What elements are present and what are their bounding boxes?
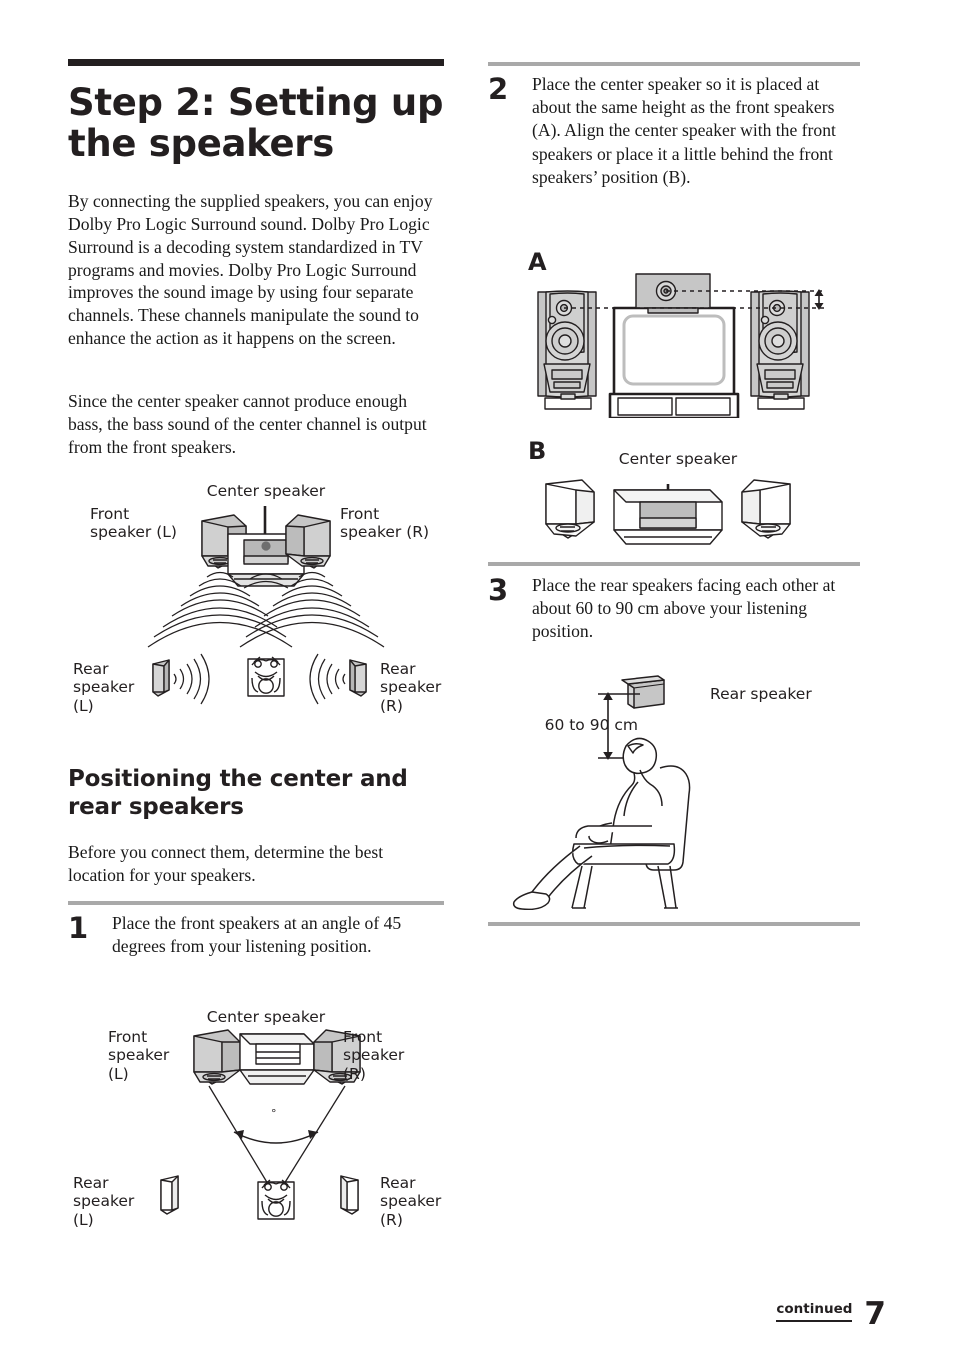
continued-label: continued <box>776 1301 853 1322</box>
figure-a-letter: A <box>528 248 547 276</box>
intro-paragraph-1: By connecting the supplied speakers, you… <box>68 191 433 349</box>
center-speaker-icon <box>635 273 711 314</box>
step-2-rule <box>488 62 860 66</box>
figure-angle-layout: Center speaker Front speaker (L) Front s… <box>68 1004 444 1244</box>
step-2-number: 2 <box>488 72 509 106</box>
angle-layout-drawing <box>160 1029 361 1220</box>
figure-angle-label-rear-right: Rear speaker (R) <box>380 1174 442 1229</box>
step-2: 2 Place the center speaker so it is plac… <box>488 73 860 189</box>
figure-angle-label-front-right: Front speaker (R) <box>343 1028 405 1083</box>
rear-speaker-height-drawing <box>512 675 691 910</box>
step-1: 1 Place the front speakers at an angle o… <box>68 912 444 958</box>
front-right-speaker-icon <box>285 514 331 569</box>
figure-b-label-center: Center speaker <box>618 450 738 468</box>
title-rule <box>68 59 444 66</box>
figure-surround-label-front-right: Front speaker (R) <box>340 505 430 542</box>
figure-b-drawing <box>545 479 791 545</box>
page-number: 7 <box>864 1295 886 1332</box>
step-3-rule <box>488 562 860 566</box>
figure-angle-label-front-left: Front speaker (L) <box>108 1028 170 1083</box>
page-footer: continued 7 <box>776 1295 886 1332</box>
rear-left-speaker-icon <box>160 1175 179 1215</box>
figure-surround-label-rear-right: Rear speaker (R) <box>380 660 442 715</box>
rear-speaker-icon <box>621 675 665 709</box>
front-left-speaker-icon <box>193 1029 241 1085</box>
figure-angle-degree-mark: ° <box>271 1107 277 1120</box>
listener-icon <box>257 1179 295 1220</box>
step-3-text: Place the rear speakers facing each othe… <box>532 575 836 642</box>
surround-layout-drawing <box>147 506 385 705</box>
section-subheading: Positioning the center and rear speakers <box>68 766 408 821</box>
listener-icon <box>247 656 285 697</box>
rear-right-speaker-icon <box>340 1175 359 1215</box>
television-icon <box>608 306 740 418</box>
rear-right-speaker-icon <box>349 659 367 697</box>
step-1-text: Place the front speakers at an angle of … <box>112 913 402 957</box>
front-left-speaker-icon <box>537 290 597 410</box>
figure-angle-label-rear-left: Rear speaker (L) <box>73 1174 135 1229</box>
step-1-number: 1 <box>68 911 89 945</box>
step-1-rule <box>68 901 444 905</box>
figure-a-drawing <box>537 273 826 418</box>
figure-height-label-rear-speaker: Rear speaker <box>710 685 812 703</box>
front-right-speaker-icon <box>741 479 791 539</box>
intro-paragraph-2: Since the center speaker cannot produce … <box>68 391 427 457</box>
figure-surround-label-front-left: Front speaker (L) <box>90 505 177 542</box>
height-difference-arrow <box>814 289 824 310</box>
step-3-number: 3 <box>488 573 509 607</box>
front-left-speaker-icon <box>545 479 595 539</box>
height-dimension <box>598 692 640 760</box>
front-right-speaker-icon <box>313 1029 361 1085</box>
figure-angle-label-center: Center speaker <box>206 1008 326 1026</box>
section-intro: Before you connect them, determine the b… <box>68 842 384 885</box>
figure-surround-label-center: Center speaker <box>206 482 326 500</box>
step-3: 3 Place the rear speakers facing each ot… <box>488 574 860 644</box>
center-speaker-icon <box>613 489 723 545</box>
figure-a-front-view: A <box>488 246 860 418</box>
figure-surround-label-rear-left: Rear speaker (L) <box>73 660 135 715</box>
section-end-rule <box>488 922 860 926</box>
page-title: Step 2: Setting up the speakers <box>68 81 444 166</box>
front-right-speaker-icon <box>750 290 810 410</box>
center-speaker-icon <box>239 1033 315 1085</box>
seated-listener-icon <box>512 737 691 910</box>
figure-rear-speaker-height: Rear speaker 60 to 90 cm <box>488 670 860 910</box>
figure-surround-layout: Center speaker Front speaker (L) Front s… <box>68 482 444 722</box>
rear-left-speaker-icon <box>152 659 170 697</box>
figure-b-letter: B <box>528 437 547 465</box>
figure-height-label-distance: 60 to 90 cm <box>544 716 638 734</box>
figure-b-top-view: B Center speaker <box>488 432 860 550</box>
step-2-text: Place the center speaker so it is placed… <box>532 74 836 187</box>
